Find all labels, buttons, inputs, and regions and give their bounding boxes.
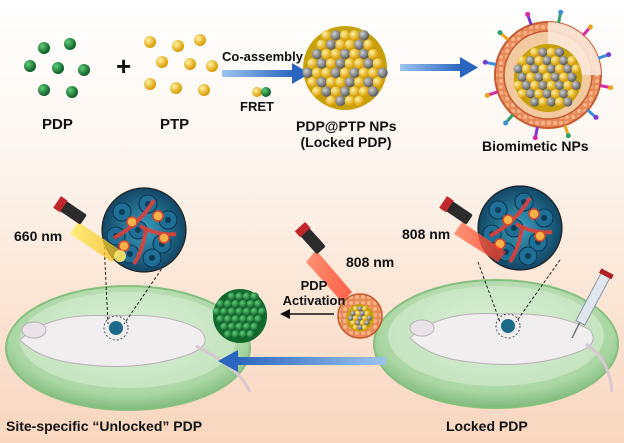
activated-nanoparticle xyxy=(337,293,383,339)
pdp-label: PDP xyxy=(42,116,73,133)
syringe-icon xyxy=(571,268,614,339)
right-laser-label: 808 nm xyxy=(402,226,451,242)
left-mouse xyxy=(19,314,252,393)
coating-arrow xyxy=(400,57,478,78)
activation-arrow xyxy=(280,309,334,319)
right-mouse xyxy=(409,313,614,393)
left-laser-label: 660 nm xyxy=(14,228,63,244)
nps-label-line2: (Locked PDP) xyxy=(300,134,392,150)
coassembly-label: Co-assembly xyxy=(222,49,303,64)
ptp-particles xyxy=(144,34,218,96)
middle-laser-label: 808 nm xyxy=(346,254,395,270)
laser-808-right-icon xyxy=(439,196,506,262)
fret-label: FRET xyxy=(240,99,274,114)
plus-sign: + xyxy=(116,51,132,81)
pdp-ptp-nanoparticle xyxy=(302,26,388,110)
ptp-label: PTP xyxy=(160,116,190,133)
biomimetic-nanoparticle xyxy=(482,9,614,141)
treatment-arrow xyxy=(218,350,386,372)
laser-660-icon xyxy=(53,196,126,262)
coassembly-arrow xyxy=(222,63,310,84)
pdp-particles xyxy=(24,38,90,98)
nps-label-line1: PDP@PTP NPs xyxy=(296,118,397,134)
activation-label-line2: Activation xyxy=(282,293,346,308)
laser-808-middle-icon xyxy=(294,221,352,302)
activation-label-line1: PDP xyxy=(300,278,328,293)
left-caption: Site-specific “Unlocked” PDP xyxy=(6,418,203,434)
right-zoom-view xyxy=(477,185,563,323)
biomimetic-label: Biomimetic NPs xyxy=(482,138,589,154)
unlocked-pdp-cluster xyxy=(212,289,267,343)
right-caption: Locked PDP xyxy=(446,418,528,434)
fret-icon xyxy=(252,87,271,97)
